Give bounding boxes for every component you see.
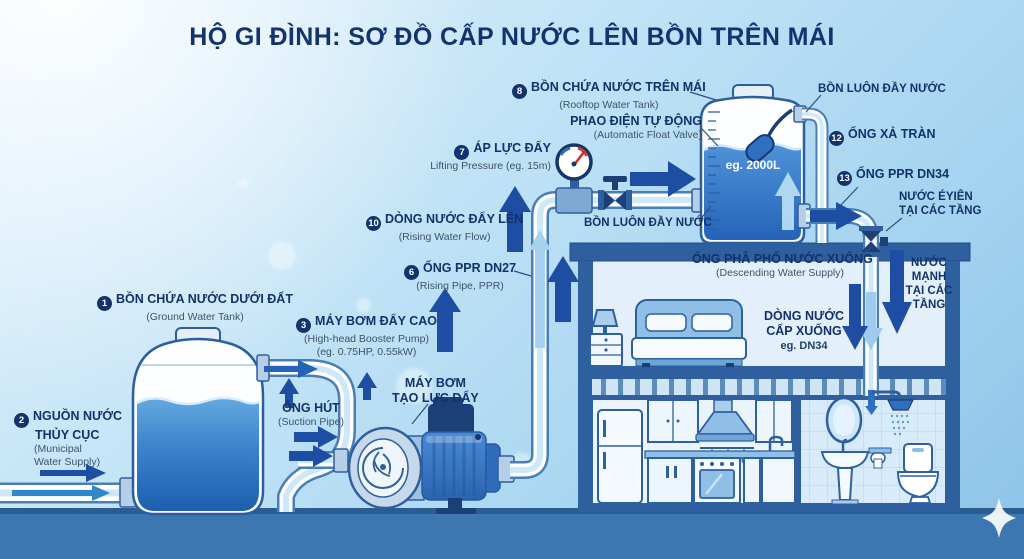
flow-arrow-up-icon — [529, 230, 551, 348]
bed-base — [635, 358, 743, 367]
label-tank-always-full-mid: BỒN LUÔN ĐẦY NƯỚC — [584, 217, 712, 229]
label-suction-pipe: ỐNG HÚT (Suction Pipe) — [278, 401, 344, 428]
bokeh-circle — [268, 242, 296, 270]
pillow — [691, 313, 733, 332]
number-badge: 8 — [512, 84, 527, 99]
bokeh-circle — [238, 178, 249, 189]
flow-arrow-down-icon — [859, 292, 883, 350]
underground-tank — [131, 327, 265, 516]
rooftop-tank — [699, 84, 811, 245]
float-arm — [764, 108, 793, 141]
page-title: HỘ GI ĐÌNH: SƠ ĐỒ CẤP NƯỚC LÊN BỒN TRÊN … — [189, 23, 835, 51]
number-badge: 2 — [14, 413, 29, 428]
flow-arrow-down-icon — [842, 284, 868, 350]
house-base — [578, 503, 960, 512]
float-ball — [745, 134, 775, 162]
label-pump-thrust: MÁY BƠM TẠO LỰC ĐẨY — [392, 376, 479, 405]
sparkle-icon — [982, 498, 1016, 538]
kitchen-furniture — [597, 399, 796, 504]
lamp-stem — [603, 326, 607, 335]
label-strong-water: NƯỚC MẠNH TẠI CÁC TẦNG — [905, 257, 953, 311]
flow-arrow-right-icon — [289, 445, 333, 467]
fridge — [597, 409, 643, 504]
interior-wall — [792, 400, 801, 504]
label-descending-supply: ỐNG PHÂ PHỐ NƯỚC XUỐNG (Descending Water… — [692, 252, 873, 279]
toilet-bowl — [896, 471, 940, 499]
number-badge: 7 — [454, 145, 470, 160]
pump-top-block — [428, 404, 474, 438]
countertop — [644, 450, 796, 459]
bathroom-fixtures — [820, 396, 940, 505]
flow-arrow-right-icon — [294, 426, 338, 448]
flow-arrow-down-icon — [882, 250, 912, 334]
pressure-gauge — [555, 143, 593, 214]
flow-arrows — [12, 161, 912, 501]
sink-cabinet — [761, 457, 796, 504]
shower-drop-pipe — [868, 390, 875, 407]
label-tank-always-full-top: BỒN LUÔN ĐẦY NƯỚC — [818, 83, 946, 95]
flow-arrow-up-icon — [357, 372, 377, 400]
bedroom-furniture — [589, 299, 747, 367]
flow-arrow-up-icon — [279, 378, 299, 408]
pillow — [645, 313, 687, 332]
sink-faucet-icon — [841, 438, 848, 451]
valve-handle — [603, 176, 627, 182]
floor-slats — [592, 379, 946, 395]
faucet-icon — [768, 435, 784, 451]
right-wall — [945, 261, 960, 504]
number-badge: 13 — [837, 171, 852, 186]
flow-arrow-right-icon — [630, 161, 696, 197]
flow-arrow-up-icon — [429, 288, 461, 352]
tank-water — [137, 398, 259, 511]
overflow-pipe — [801, 107, 829, 243]
pump-foot — [448, 498, 462, 510]
base-cabinet — [743, 457, 761, 504]
leader-lines — [411, 91, 903, 425]
flow-arrow-right-icon — [810, 202, 862, 230]
flow-arrow-right-icon — [264, 360, 318, 378]
flow-arrow-up-icon — [775, 172, 801, 230]
number-badge: 10 — [366, 216, 381, 231]
floor-beam — [578, 366, 960, 379]
rooftop-tank-water — [704, 143, 801, 240]
rooftop-capacity-text: eg. 2000L — [725, 158, 781, 172]
booster-pump — [347, 397, 515, 514]
tank-scale-ticks — [708, 111, 720, 230]
flow-arrow-up-icon — [547, 256, 579, 322]
label-steady-floors: NƯỚC ÉYIÊN TẠI CÁC TẦNG — [899, 191, 982, 217]
bed-mattress — [631, 337, 747, 360]
left-wall — [578, 261, 593, 504]
shower-head-icon — [887, 399, 914, 411]
number-badge: 3 — [296, 318, 311, 333]
number-badge: 12 — [829, 131, 844, 146]
bokeh-circle — [396, 368, 432, 404]
number-badge: 1 — [97, 296, 112, 311]
shower-arm — [872, 390, 902, 399]
gate-valve — [598, 176, 632, 210]
lamp-icon — [591, 309, 619, 327]
base-cabinet — [647, 457, 693, 504]
shower-spray — [890, 414, 910, 436]
flow-arrow-up-icon — [499, 186, 531, 252]
number-badge: 6 — [404, 265, 419, 280]
label-down-flow: DÒNG NƯỚC CẤP XUỐNG eg. DN34 — [763, 309, 845, 352]
floor-line — [578, 395, 960, 400]
nightstand-drawers — [590, 344, 622, 356]
ground-band — [0, 508, 1024, 559]
bokeh-circle — [356, 298, 371, 313]
label-float-valve: PHAO ĐIỆN TỰ ĐỘNG (Automatic Float Valve… — [570, 114, 702, 141]
oven-window — [699, 469, 735, 499]
descend-valve — [861, 231, 881, 252]
